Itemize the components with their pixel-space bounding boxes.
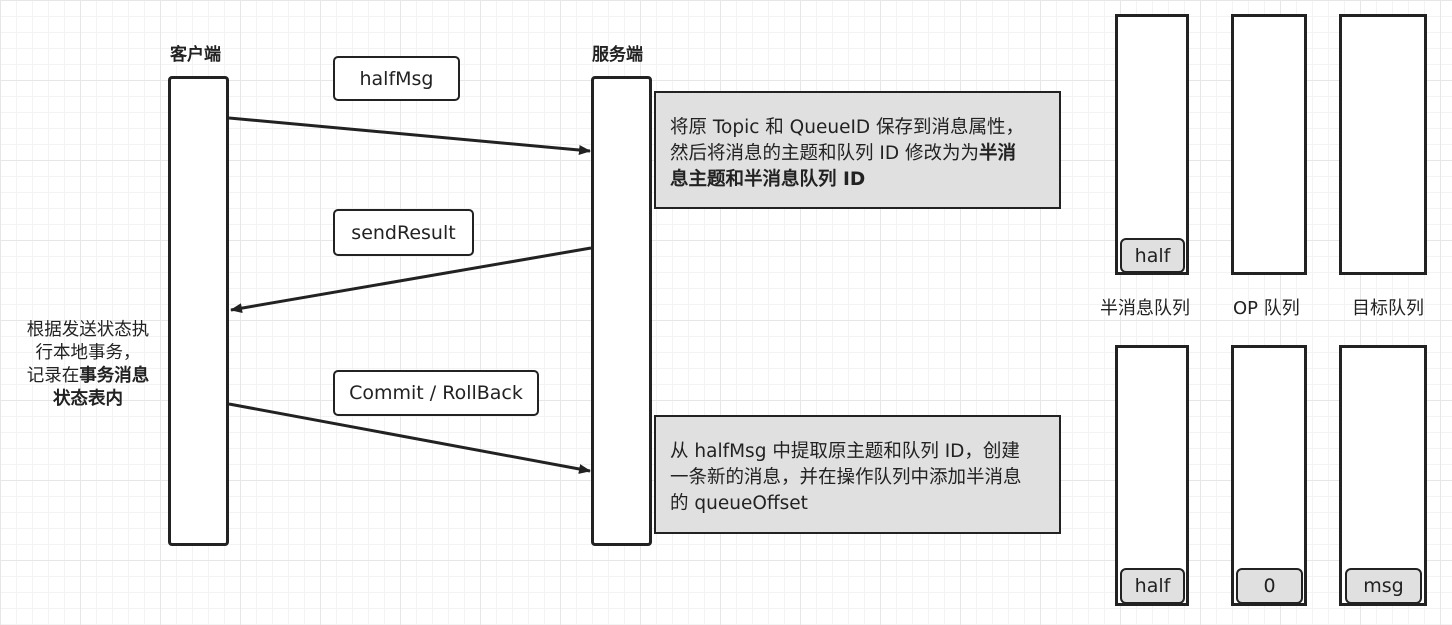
note-create-message: 从 halfMsg 中提取原主题和队列 ID，创建 一条新的消息，并在操作队列中… xyxy=(654,415,1061,534)
arrow-sendresult xyxy=(230,246,592,314)
server-lifeline[interactable] xyxy=(591,76,652,546)
op-queue-bottom[interactable] xyxy=(1231,345,1307,606)
note2-line2: 一条新的消息，并在操作队列中添加半消息 xyxy=(670,467,1022,488)
client-note-line3: 记录在事务消息 xyxy=(8,365,168,388)
note1-line3-bold: 息主题和半消息队列 ID xyxy=(670,169,866,190)
client-note-line3-text: 记录在 xyxy=(26,366,80,386)
queue-item-msg[interactable]: msg xyxy=(1345,568,1422,604)
queue-item-half-bottom[interactable]: half xyxy=(1120,568,1185,604)
commit-rollback-label[interactable]: Commit / RollBack xyxy=(333,370,539,416)
note2-line1: 从 halfMsg 中提取原主题和队列 ID，创建 xyxy=(670,441,1020,462)
target-queue-label: 目标队列 xyxy=(1352,298,1424,319)
note2-line3: 的 queueOffset xyxy=(670,493,808,514)
client-note-line2: 行本地事务， xyxy=(35,343,141,363)
half-queue-top[interactable] xyxy=(1115,14,1189,275)
client-local-transaction-note: 根据发送状态执 行本地事务， 记录在事务消息 状态表内 xyxy=(8,319,168,411)
note1-line1: 将原 Topic 和 QueueID 保存到消息属性， xyxy=(670,117,1025,138)
arrow-halfmsg xyxy=(228,116,591,155)
note1-line2: 然后将消息的主题和队列 ID 修改为为半消 xyxy=(670,141,1045,167)
client-note-line3-bold: 事务消息 xyxy=(79,366,150,386)
sendresult-label[interactable]: sendResult xyxy=(333,209,474,256)
note1-line3: 息主题和半消息队列 ID xyxy=(670,167,1045,193)
half-queue-bottom[interactable] xyxy=(1115,345,1189,606)
queue-item-half-top[interactable]: half xyxy=(1120,238,1185,273)
target-queue-bottom[interactable] xyxy=(1339,345,1427,606)
note-save-topic: 将原 Topic 和 QueueID 保存到消息属性， 然后将消息的主题和队列 … xyxy=(654,91,1061,209)
halfmsg-label[interactable]: halfMsg xyxy=(333,56,460,101)
server-title: 服务端 xyxy=(592,45,643,65)
client-note-line4-bold: 状态表内 xyxy=(53,389,123,409)
client-lifeline[interactable] xyxy=(168,76,229,546)
op-queue-top[interactable] xyxy=(1231,14,1307,275)
note1-line2-bold: 半消 xyxy=(978,143,1016,164)
client-note-line1: 根据发送状态执 xyxy=(26,320,150,340)
client-title: 客户端 xyxy=(170,45,221,65)
target-queue-top[interactable] xyxy=(1339,14,1427,275)
half-queue-label: 半消息队列 xyxy=(1100,298,1190,319)
op-queue-label: OP 队列 xyxy=(1233,298,1300,319)
queue-item-op-offset[interactable]: 0 xyxy=(1236,568,1303,604)
arrow-commit-rollback xyxy=(228,402,591,474)
client-note-line4: 状态表内 xyxy=(8,388,168,411)
note1-line2-text: 然后将消息的主题和队列 ID 修改为为 xyxy=(670,143,979,164)
